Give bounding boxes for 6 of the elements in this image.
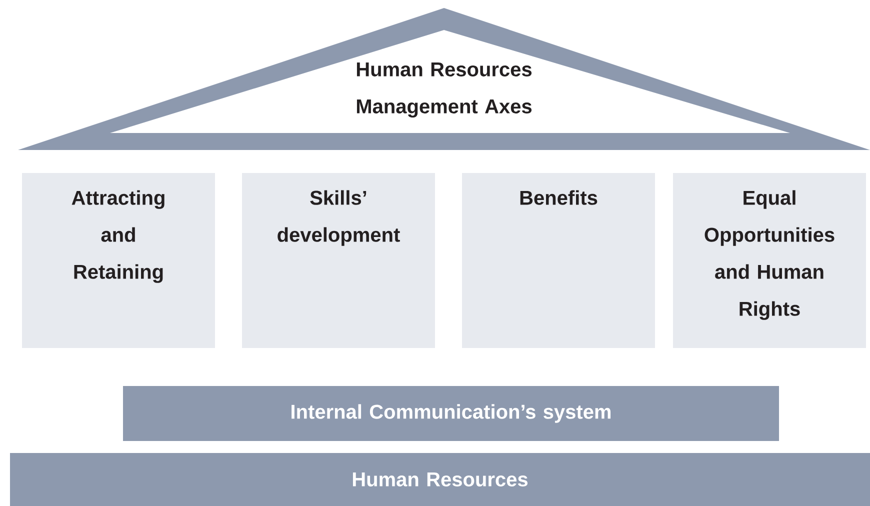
pillar-box: Skills’ development [242, 173, 435, 348]
foundation-bar: Human Resources [10, 453, 870, 506]
pillar-box: Benefits [462, 173, 655, 348]
pillar-box: Equal Opportunities and Human Rights [673, 173, 866, 348]
foundation-bar: Internal Communication’s system [123, 386, 779, 441]
pillar-box: Attracting and Retaining [22, 173, 215, 348]
